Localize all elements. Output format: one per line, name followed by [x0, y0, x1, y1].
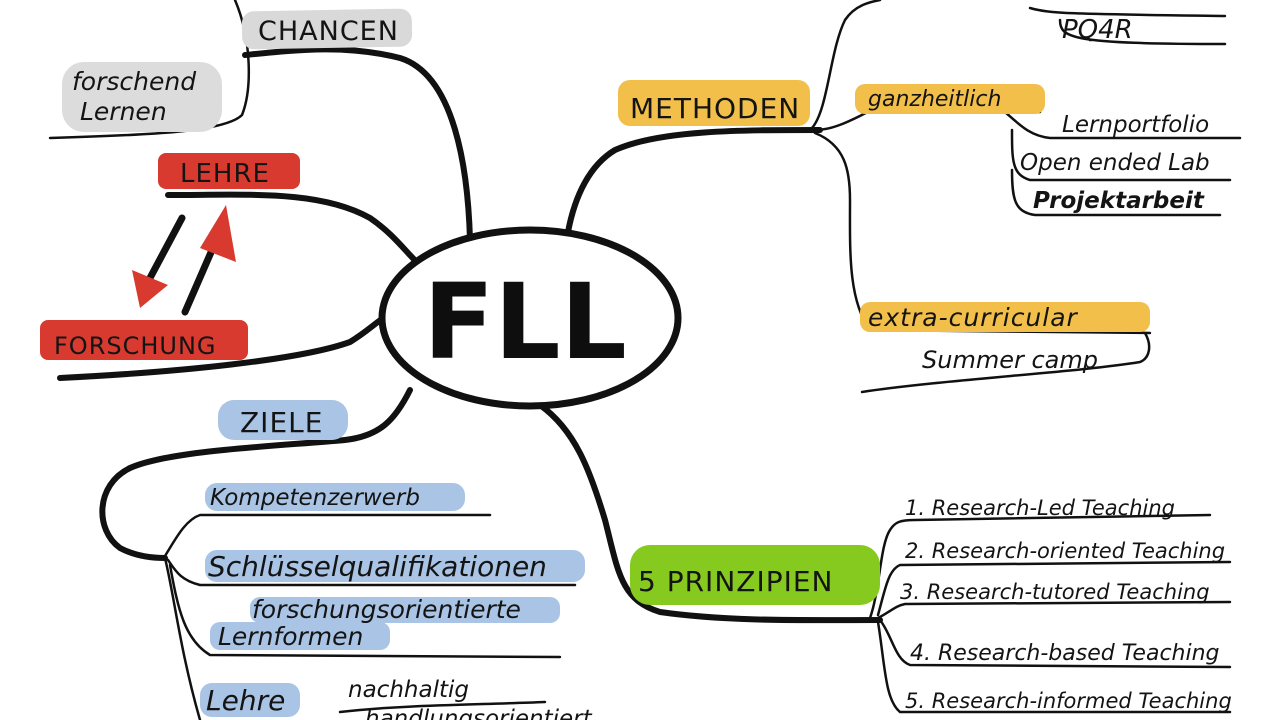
chancen-label: CHANCEN	[258, 16, 399, 47]
prinzipien-sub-connector	[876, 600, 1232, 620]
methoden-connector	[565, 127, 823, 235]
schluessel-highlight	[205, 550, 585, 582]
ziel-handlung: handlungsorientiert	[365, 706, 593, 720]
methode-open-lab: Open ended Lab	[1020, 150, 1210, 176]
forschung-label: FORSCHUNG	[54, 332, 217, 360]
ziele-sub-connector	[163, 513, 492, 558]
ziele-label: ZIELE	[240, 406, 323, 439]
prinzip-3: 3. Research-tutored Teaching	[900, 580, 1210, 604]
prinzipien-connector	[537, 402, 883, 624]
ziele-connector	[99, 387, 413, 561]
chancen-connector	[242, 46, 473, 243]
ziel-kompetenz: Kompetenzerwerb	[210, 485, 420, 511]
methode-lernportfolio: Lernportfolio	[1062, 112, 1209, 138]
chancen-highlight	[241, 8, 413, 50]
methode-pq4r: PQ4R	[1062, 15, 1133, 45]
ziele-sub-connector	[166, 558, 577, 587]
lehre-highlight	[158, 153, 300, 189]
prinzip-1: 1. Research-Led Teaching	[905, 496, 1175, 520]
methoden-highlight	[618, 80, 810, 126]
forschend-text: forschend	[72, 67, 196, 96]
prinzipien-sub-connector	[876, 560, 1232, 617]
prinzipien-highlight	[630, 545, 880, 605]
ziele-highlight	[218, 400, 348, 440]
methode-ganzheitlich: ganzheitlich	[868, 87, 1001, 112]
ziele-sub-connector	[168, 563, 562, 659]
lernformen-highlight-1	[250, 597, 560, 623]
methoden-sub-connector	[810, 0, 882, 130]
lernformen-highlight-2	[210, 622, 390, 650]
ziel-lernformen-1: forschungsorientierte	[252, 595, 521, 624]
ziel-lernformen-2: Lernformen	[218, 622, 363, 651]
prinzip-2: 2. Research-oriented Teaching	[905, 539, 1225, 563]
methoden-sub-connector	[1010, 128, 1232, 182]
ziel-nachhaltig: nachhaltig	[348, 677, 469, 703]
prinzipien-sub-connector	[878, 618, 1232, 669]
methode-extra: extra-curricular	[868, 303, 1079, 332]
highlights	[40, 8, 1150, 717]
ziel-lehre: Lehre	[206, 684, 285, 717]
methode-projekt: Projektarbeit	[1033, 188, 1205, 214]
forschung-connector	[57, 312, 393, 381]
prinzipien-sub-connector	[876, 620, 1232, 714]
ziele-sub-connector	[163, 556, 202, 720]
lehre-ziel-highlight	[200, 683, 300, 717]
methoden-sub-connector	[813, 131, 1152, 335]
methode-summer: Summer camp	[922, 346, 1098, 374]
lernen-text: Lernen	[80, 97, 167, 126]
arrow-up-icon	[200, 205, 236, 262]
forschung-highlight	[40, 320, 248, 360]
lehre-label: LEHRE	[180, 159, 270, 189]
prinzipien-label: 5 PRINZIPIEN	[638, 565, 833, 598]
methoden-sub-connector	[860, 331, 1151, 394]
methoden-sub-connector	[1028, 6, 1227, 18]
center-node	[378, 226, 682, 410]
center-label: FLL	[423, 261, 627, 383]
ganzheitlich-highlight	[855, 84, 1045, 114]
prinzip-4: 4. Research-based Teaching	[910, 641, 1220, 666]
prinzip-5: 5. Research-informed Teaching	[905, 689, 1232, 713]
methoden-sub-connector	[1010, 168, 1222, 217]
ziele-sub-connector	[338, 700, 547, 714]
ziel-schluessel: Schlüsselqualifikationen	[208, 550, 547, 583]
kompetenz-highlight	[205, 483, 465, 511]
methoden-label: METHODEN	[630, 92, 800, 125]
arrow-down-icon	[132, 270, 168, 308]
methoden-sub-connector	[1003, 110, 1242, 140]
lehre-connector	[165, 191, 423, 268]
methoden-sub-connector	[1058, 18, 1227, 46]
extra-highlight	[860, 302, 1150, 332]
lehre-forschung-arrows	[132, 205, 236, 316]
forschend-highlight	[62, 62, 222, 132]
